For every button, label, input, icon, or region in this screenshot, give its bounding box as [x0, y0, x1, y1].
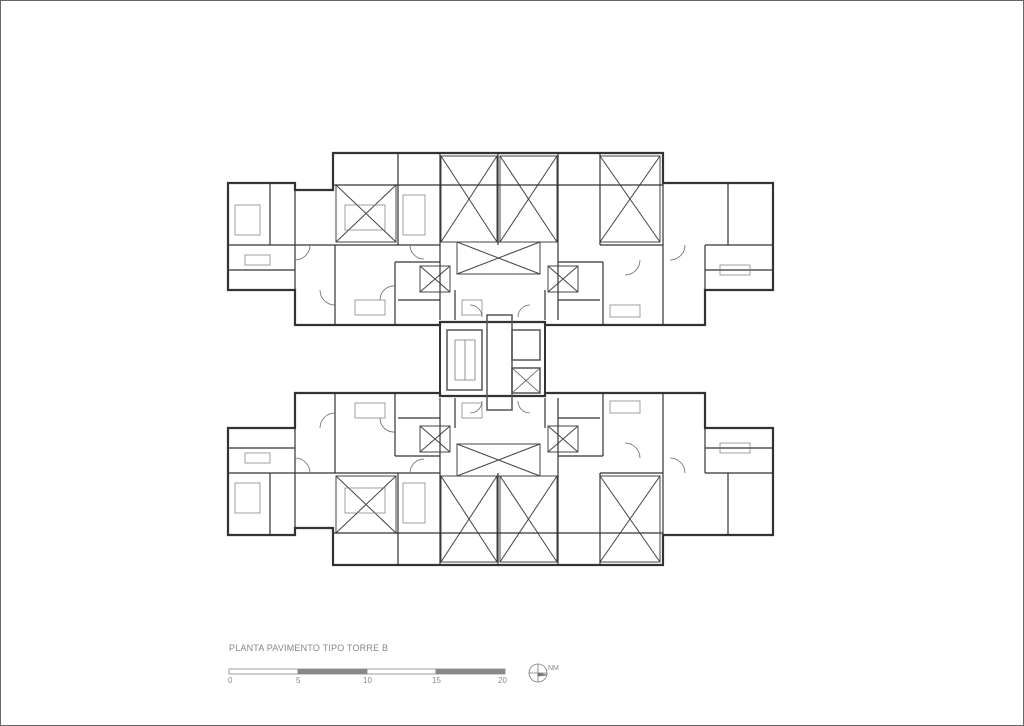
central-core [439, 314, 546, 411]
drawing-title: PLANTA PAVIMENTO TIPO TORRE B [229, 643, 389, 653]
scale-tick: 15 [432, 676, 441, 685]
scale-tick: 10 [363, 676, 372, 685]
north-label: NM [548, 665, 559, 672]
scale-tick: 20 [498, 676, 507, 685]
scale-tick: 5 [296, 676, 301, 685]
lower-wing [226, 391, 775, 567]
scale-tick: 0 [228, 676, 233, 685]
upper-wing [226, 151, 775, 327]
